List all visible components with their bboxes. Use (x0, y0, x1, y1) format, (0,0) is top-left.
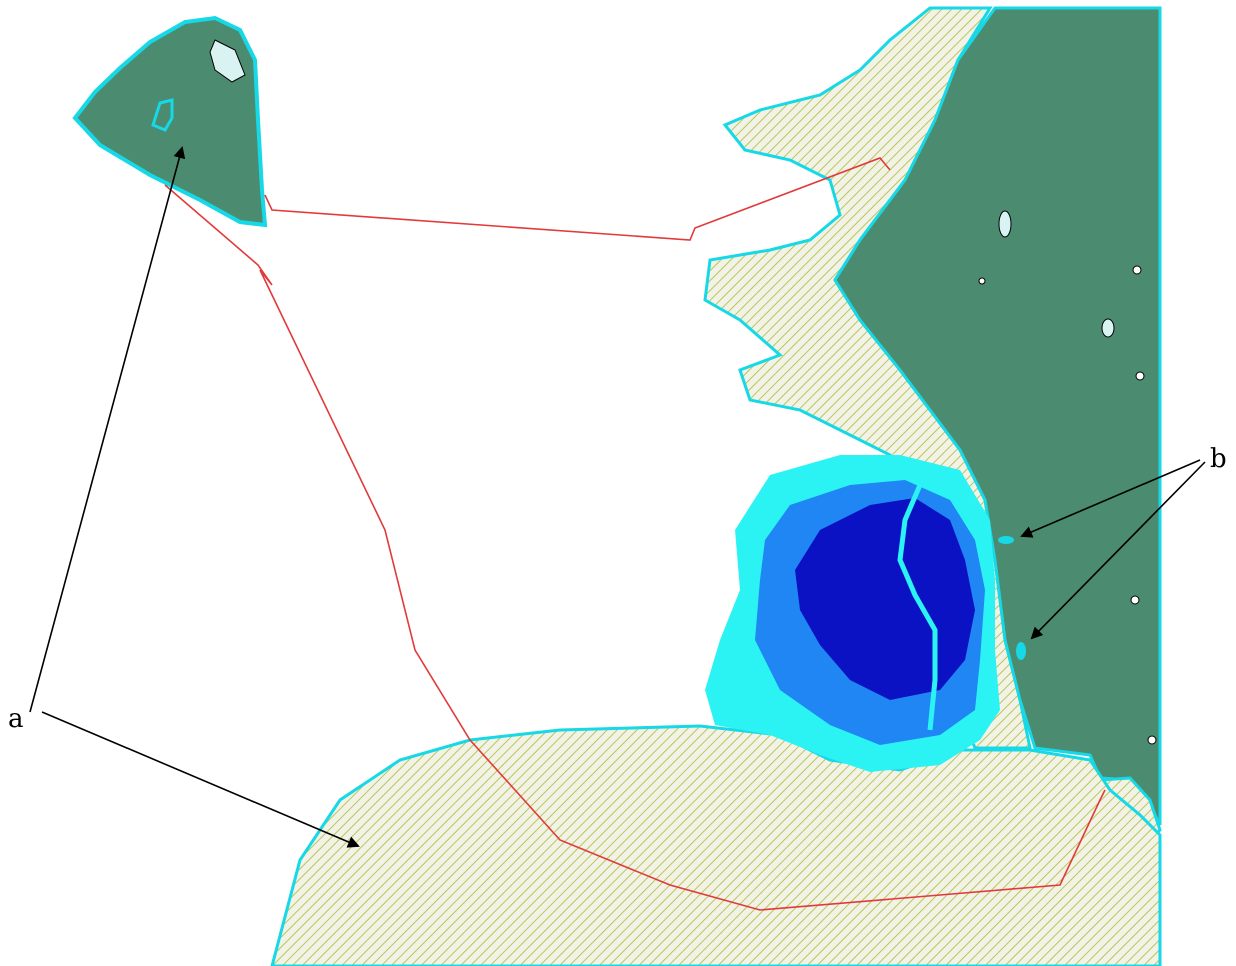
forest-pond (1132, 265, 1142, 275)
forest-pond (1130, 595, 1140, 605)
forest-lake (1101, 318, 1115, 338)
forest-pond (1135, 371, 1145, 381)
boundary-line (164, 184, 1106, 911)
forest-pond (1147, 735, 1157, 745)
arrow-icon (29, 146, 186, 713)
boundary-line-north (264, 157, 891, 241)
forest-pond (978, 277, 986, 285)
water-deep (795, 498, 975, 700)
arrow-icon (41, 711, 360, 848)
arrow-icon (1030, 461, 1206, 640)
forest-lake (998, 210, 1012, 238)
hatched-area-lower (270, 724, 1162, 966)
river-line (897, 484, 938, 731)
label-a: a (8, 704, 24, 734)
arrow-icon (1020, 459, 1201, 538)
water-patch (1016, 642, 1026, 660)
island-lake-large (209, 39, 246, 83)
water-patch (998, 536, 1014, 544)
island-lake-small (151, 98, 174, 132)
label-b: b (1210, 444, 1227, 474)
